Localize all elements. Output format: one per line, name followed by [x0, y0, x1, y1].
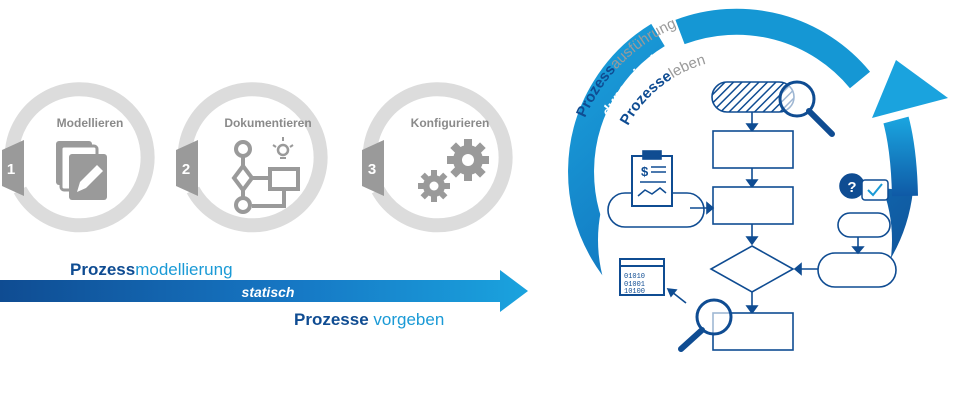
- flow-side-pill: [817, 252, 897, 288]
- step-3: 3 Konfigurieren: [362, 82, 513, 233]
- flow-step-box: [712, 186, 794, 225]
- step-number: 3: [368, 161, 376, 178]
- documents-pencil-icon: [56, 141, 107, 200]
- cycle-ring-rise: [883, 116, 918, 197]
- step-1: 1 Modellieren: [2, 82, 155, 233]
- magnifier-icon: [778, 80, 835, 137]
- process-execution-cycle: Prozessausführung dynamisch Prozesselebe…: [568, 8, 948, 387]
- browser-window-icon: 01010 01001 10100: [619, 258, 665, 296]
- question-bubble-icon: ?: [839, 173, 889, 201]
- process-flow-icon: [231, 137, 300, 214]
- step-number-badge: [362, 140, 384, 196]
- flowchart: $ ? 01010: [607, 80, 897, 352]
- flow-step-box: [712, 130, 794, 169]
- cycle-ring-upper: [675, 8, 871, 89]
- arrow-heading: Prozessmodellierung: [70, 260, 233, 279]
- step-2: 2 Dokumentieren: [176, 82, 328, 233]
- svg-text:?: ?: [847, 179, 856, 196]
- step-label: Konfigurieren: [411, 116, 490, 130]
- svg-text:$: $: [641, 164, 649, 179]
- arrow-shape: [0, 270, 528, 312]
- gears-icon: [418, 139, 489, 202]
- arrow-subline: Prozesse vorgeben: [294, 310, 444, 329]
- svg-text:10100: 10100: [624, 288, 645, 296]
- step-label: Dokumentieren: [224, 116, 311, 130]
- invoice-icon: $: [631, 150, 673, 207]
- arrow-label: statisch: [242, 284, 295, 300]
- step-number: 2: [182, 161, 190, 178]
- step-number: 1: [7, 161, 15, 178]
- step-ring: [5, 82, 155, 233]
- cycle-arrowhead: [872, 60, 948, 118]
- step-ring: [363, 82, 513, 233]
- magnifier-icon: [678, 298, 733, 352]
- svg-text:01010: 01010: [624, 273, 645, 281]
- step-number-badge: [2, 140, 24, 196]
- flow-side-pill-small: [837, 212, 891, 238]
- step-ring: [178, 82, 328, 233]
- step-label: Modellieren: [57, 116, 124, 130]
- step-number-badge: [176, 140, 198, 196]
- svg-text:01001: 01001: [624, 281, 645, 289]
- process-modeling-arrow: Prozessmodellierung statisch Prozesse vo…: [0, 260, 528, 329]
